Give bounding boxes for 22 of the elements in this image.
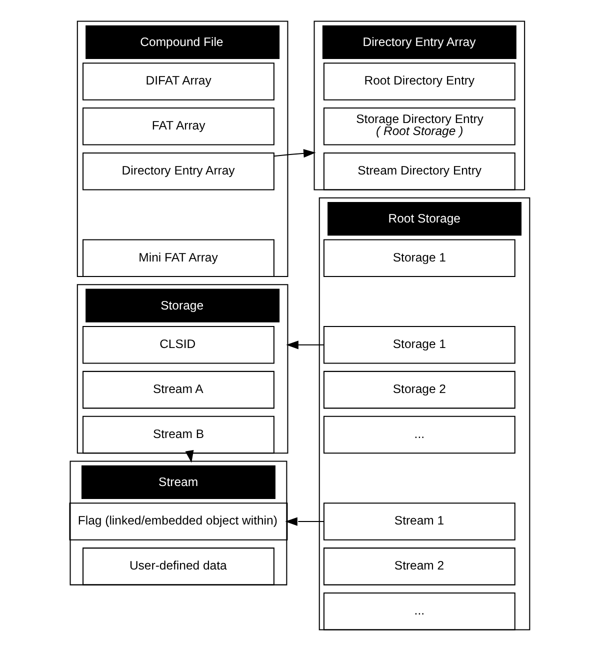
node-box: CLSID [82,326,274,364]
arrow [285,516,324,526]
node-box: ... [323,592,516,630]
node-box: Mini FAT Array [82,238,274,276]
node-box: Stream 1 [323,502,516,540]
node-box: Stream 2 [323,547,516,585]
node-box: User-defined data [82,547,274,585]
node-box: Storage 2 [323,370,516,408]
node-box: Stream Directory Entry [323,152,516,190]
node-box: Directory Entry Array [82,152,274,190]
node-box: Stream A [82,370,274,408]
node-box: Storage 1 [323,326,516,364]
arrow [274,148,316,158]
node-box: ... [323,415,516,454]
node-box: DIFAT Array [82,62,274,100]
node-box: Storage 1 [323,238,516,276]
node-box: Flag (linked/embedded object within) [69,502,288,540]
arrow [286,340,324,349]
arrow [185,450,194,462]
node-box: Storage Directory Entry ( Root Storage ) [323,107,516,145]
node-box: Root Directory Entry [323,62,516,100]
node-box: FAT Array [82,107,274,145]
